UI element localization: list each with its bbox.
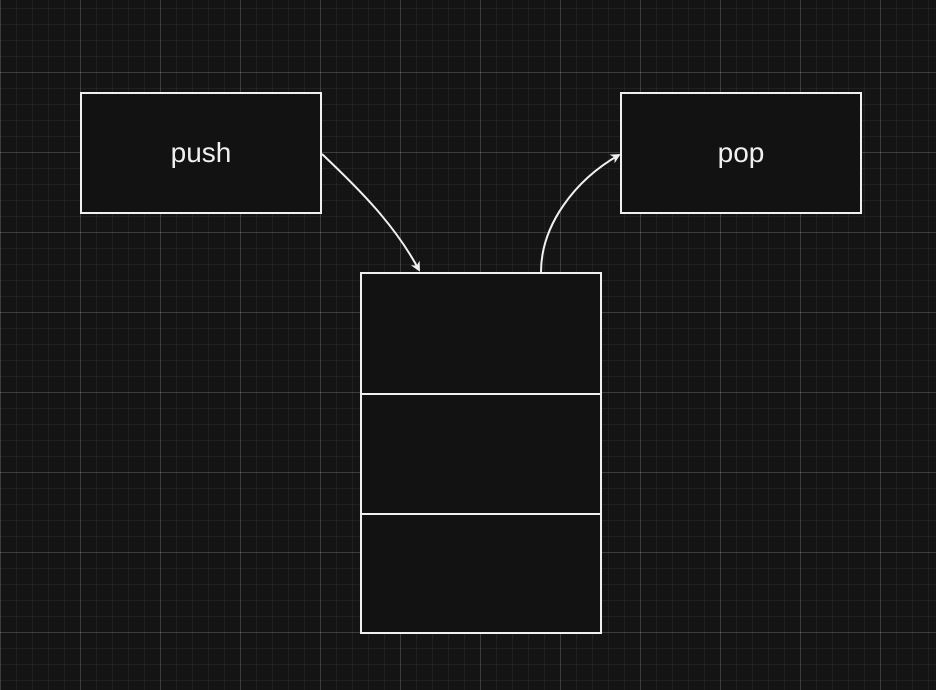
stack-slot[interactable] — [362, 274, 600, 393]
pop-label: pop — [717, 137, 765, 168]
stack-node[interactable] — [360, 272, 602, 634]
stack-slot[interactable] — [362, 513, 600, 632]
pop-node[interactable]: pop — [620, 92, 862, 214]
stack-slot[interactable] — [362, 393, 600, 512]
stack-to-pop-arrow — [540, 154, 621, 273]
push-to-stack-arrow — [321, 153, 420, 272]
push-label: push — [170, 137, 232, 168]
push-node[interactable]: push — [80, 92, 322, 214]
